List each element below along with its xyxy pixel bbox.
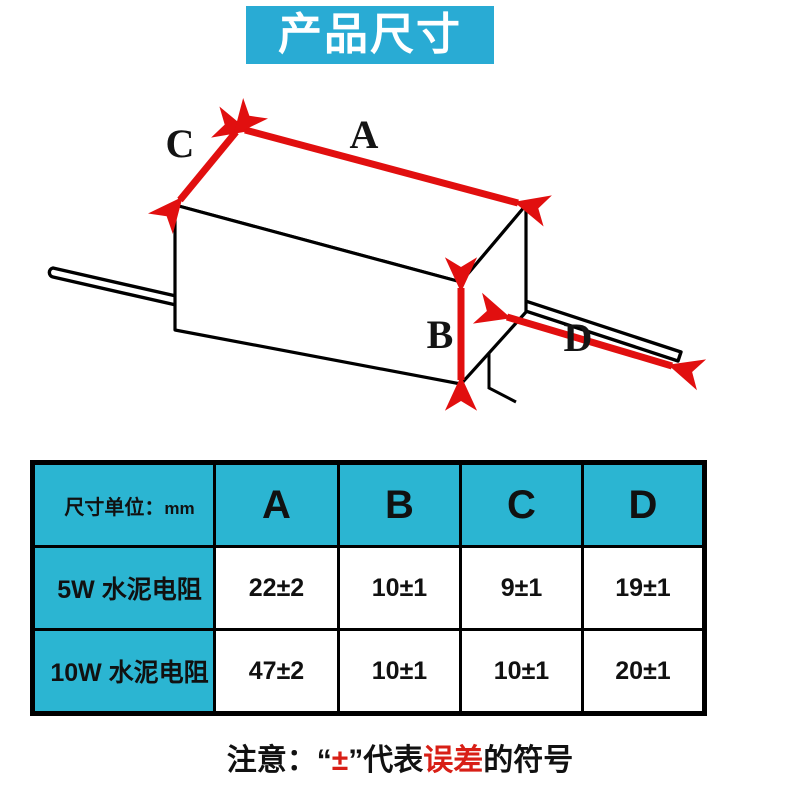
- cell-5w-a: 22±2: [213, 545, 340, 631]
- left-lead-wire-icon: [47, 266, 178, 307]
- footnote-symbol: ±: [331, 744, 349, 777]
- table-header-row: 尺寸单位：mm A B C D: [31, 461, 706, 548]
- cell-10w-d: 20±1: [581, 628, 706, 715]
- table-header-col-a: A: [213, 461, 340, 548]
- row-label-5w: 5W 水泥电阻: [31, 545, 216, 631]
- dimension-label-b: B: [427, 312, 454, 357]
- cell-5w-b: 10±1: [337, 545, 462, 631]
- cell-10w-c: 10±1: [459, 628, 584, 715]
- page-title-banner: 产品尺寸: [246, 6, 494, 64]
- cell-5w-c: 9±1: [459, 545, 584, 631]
- table-header-unit-cell: 尺寸单位：mm: [31, 461, 216, 548]
- unit-value-text: mm: [164, 498, 195, 518]
- footnote: 注意：“±”代表误差的符号: [0, 735, 800, 779]
- dimension-label-a: A: [350, 112, 379, 157]
- table-row: 5W 水泥电阻 22±2 10±1 9±1 19±1: [31, 545, 706, 631]
- cell-10w-b: 10±1: [337, 628, 462, 715]
- cell-5w-d: 19±1: [581, 545, 706, 631]
- page-title: 产品尺寸: [278, 10, 462, 59]
- product-dimension-diagram: A C B D: [0, 90, 800, 440]
- dimension-arrow-a: [211, 106, 552, 227]
- dimension-table-container: 尺寸单位：mm A B C D 5W 水泥电阻 22±2 10±1 9±1 19…: [30, 460, 707, 716]
- dimension-label-c: C: [166, 121, 195, 166]
- table-header-col-b: B: [337, 461, 462, 548]
- table-row: 10W 水泥电阻 47±2 10±1 10±1 20±1: [31, 628, 706, 715]
- dimension-table: 尺寸单位：mm A B C D 5W 水泥电阻 22±2 10±1 9±1 19…: [30, 460, 707, 716]
- dimension-label-d: D: [564, 315, 593, 360]
- resistor-3d-svg: A C B D: [47, 97, 707, 411]
- footnote-prefix: 注意：“: [226, 744, 332, 777]
- table-header-col-d: D: [581, 461, 706, 548]
- unit-label-text: 尺寸单位：: [64, 496, 165, 519]
- footnote-middle: ”代表: [348, 744, 424, 777]
- dimension-arrow-d: [472, 292, 707, 391]
- resistor-body-icon: [173, 126, 528, 386]
- footnote-suffix: 的符号: [483, 744, 574, 777]
- footnote-highlight: 误差: [423, 744, 484, 777]
- dimension-arrow-c: [147, 97, 269, 235]
- cell-10w-a: 47±2: [213, 628, 340, 715]
- row-label-10w: 10W 水泥电阻: [31, 628, 216, 715]
- table-header-col-c: C: [459, 461, 584, 548]
